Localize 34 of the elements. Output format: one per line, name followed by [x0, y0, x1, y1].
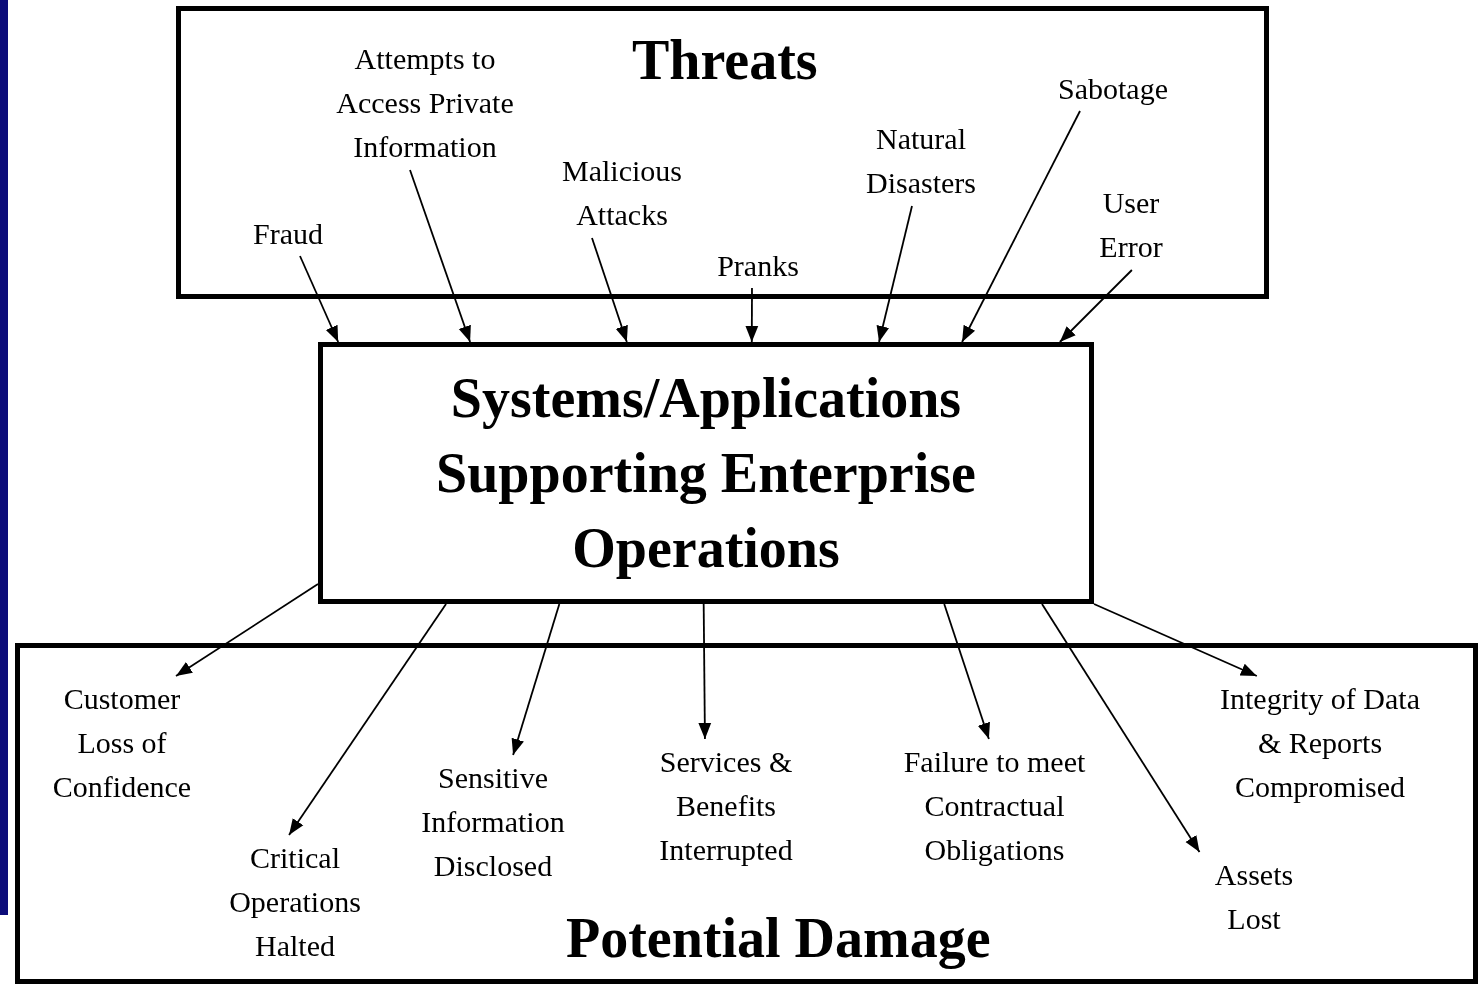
arrow	[511, 603, 561, 756]
arrow	[591, 237, 628, 343]
system-box	[318, 342, 1094, 604]
arrow	[943, 603, 990, 740]
threat-label: Fraud	[228, 212, 348, 256]
damage-label: Services & Benefits Interrupted	[636, 739, 816, 873]
threat-label: Natural Disasters	[846, 116, 996, 206]
arrow	[409, 169, 471, 343]
damage-label: Integrity of Data & Reports Compromised	[1220, 676, 1420, 810]
arrow	[288, 603, 447, 836]
panel-title: Threats	[632, 30, 818, 90]
threats-panel	[176, 6, 1269, 299]
damage-label: Customer Loss of Confidence	[47, 676, 197, 810]
damage-label: Failure to meet Contractual Obligations	[887, 739, 1102, 873]
threat-label: Attempts to Access Private Information	[325, 36, 525, 170]
threat-label: Pranks	[698, 244, 818, 288]
damage-label: Assets Lost	[1196, 852, 1312, 942]
damage-label: Sensitive Information Disclosed	[400, 755, 586, 889]
arrow	[745, 287, 759, 343]
arrow	[698, 603, 712, 740]
arrow	[1041, 603, 1201, 853]
arrow	[961, 110, 1081, 343]
system-title: Systems/Applications Supporting Enterprise Operations	[435, 365, 977, 581]
threat-label: Sabotage	[1038, 67, 1188, 111]
arrow	[175, 583, 319, 677]
damage-panel	[15, 643, 1478, 984]
threat-label: User Error	[1086, 180, 1176, 270]
arrow	[1093, 603, 1258, 677]
arrow	[299, 255, 340, 343]
threat-label: Malicious Attacks	[542, 148, 702, 238]
damage-label: Critical Operations Halted	[210, 835, 380, 969]
arrow	[876, 205, 913, 343]
panel-title: Potential Damage	[566, 908, 991, 968]
arrow	[1058, 269, 1133, 343]
